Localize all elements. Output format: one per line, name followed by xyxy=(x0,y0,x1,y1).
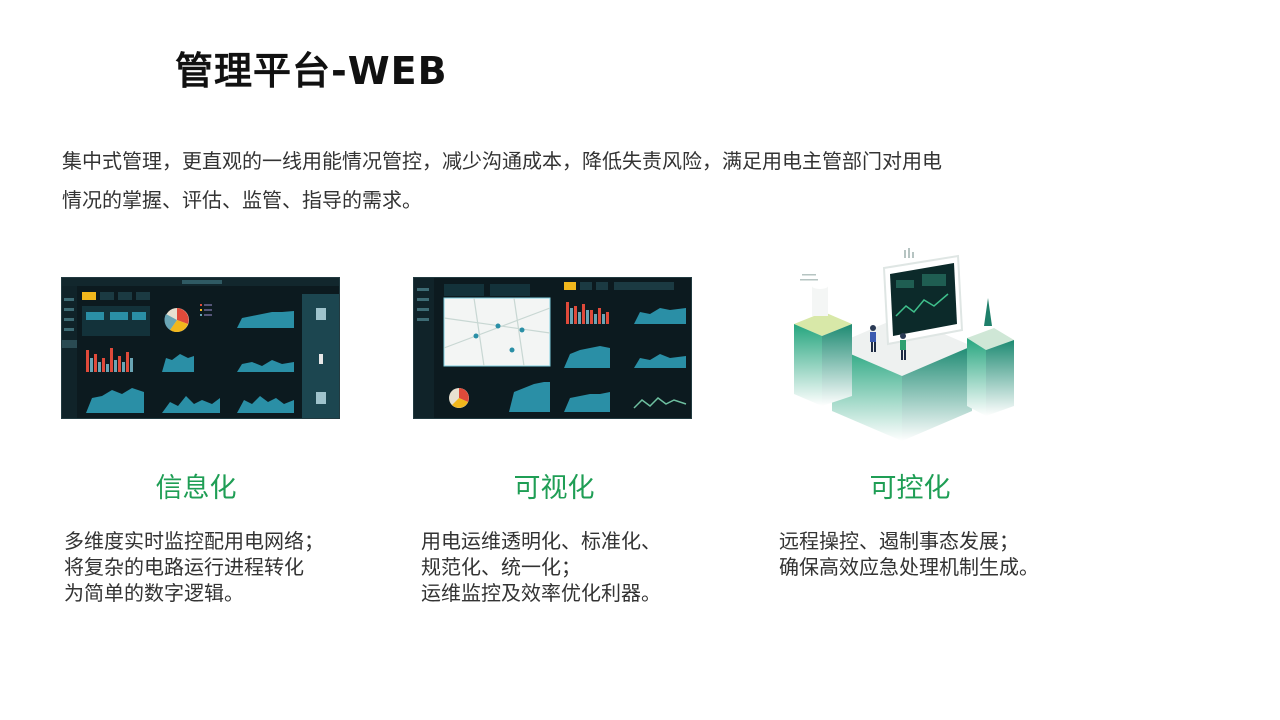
text-line: 运维监控及效率优化利器。 xyxy=(421,581,661,605)
intro-paragraph: 集中式管理，更直观的一线用能情况管控，减少沟通成本，降低失责风险，满足用电主管部… xyxy=(62,142,1072,220)
column-text-informatization: 多维度实时监控配用电网络； 将复杂的电路运行进程转化 为简单的数字逻辑。 xyxy=(64,528,324,606)
column-title-informatization: 信息化 xyxy=(155,473,237,504)
column-title-visualization: 可视化 xyxy=(513,473,595,504)
text-line: 规范化、统一化； xyxy=(421,555,581,579)
text-line: 远程操控、遏制事态发展； xyxy=(779,529,1019,553)
dashboard-screenshot xyxy=(62,278,339,418)
column-text-controllability: 远程操控、遏制事态发展； 确保高效应急处理机制生成。 xyxy=(779,528,1039,580)
intro-line-1: 集中式管理，更直观的一线用能情况管控，减少沟通成本，降低失责风险，满足用电主管部… xyxy=(62,149,942,173)
text-line: 将复杂的电路运行进程转化 xyxy=(64,555,304,579)
column-text-visualization: 用电运维透明化、标准化、 规范化、统一化； 运维监控及效率优化利器。 xyxy=(421,528,661,606)
intro-line-2: 情况的掌握、评估、监管、指导的需求。 xyxy=(62,188,422,212)
text-line: 多维度实时监控配用电网络； xyxy=(64,529,324,553)
text-line: 确保高效应急处理机制生成。 xyxy=(779,555,1039,579)
column-title-controllability: 可控化 xyxy=(869,473,951,504)
page-title: 管理平台-WEB xyxy=(175,49,448,93)
text-line: 为简单的数字逻辑。 xyxy=(64,581,244,605)
map-dashboard-screenshot xyxy=(414,278,691,418)
isometric-control-center-illustration xyxy=(772,246,1022,446)
text-line: 用电运维透明化、标准化、 xyxy=(421,529,661,553)
